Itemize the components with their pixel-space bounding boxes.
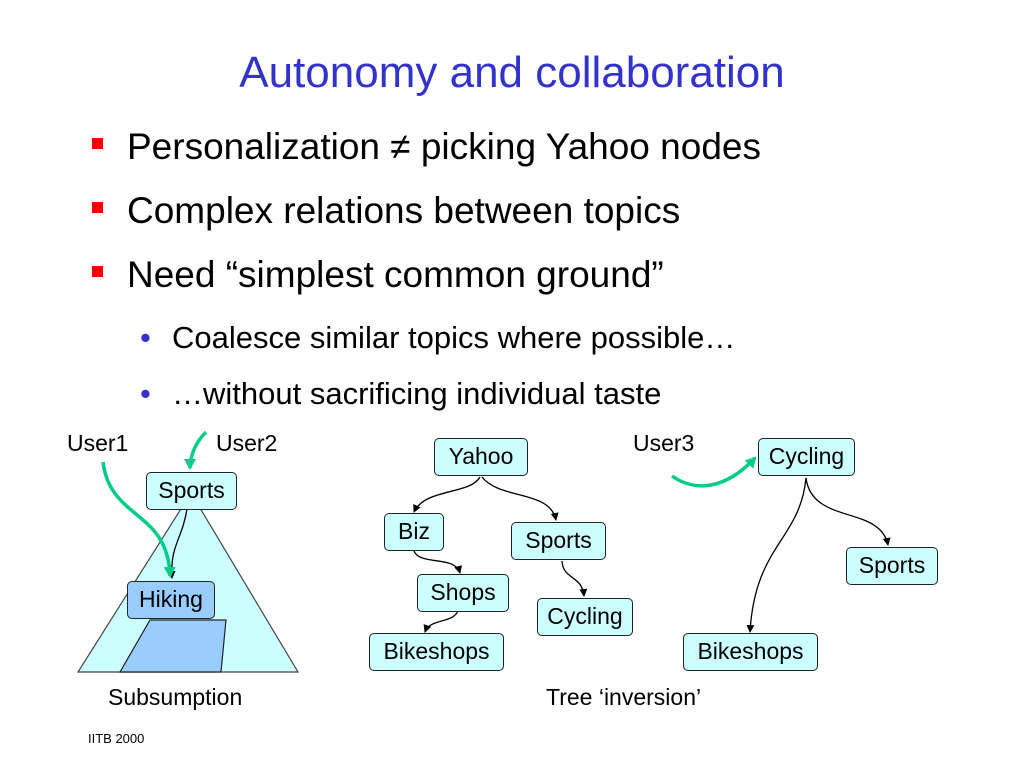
dot-bullet-icon: • bbox=[140, 376, 151, 411]
shops-node: Shops bbox=[417, 574, 509, 612]
yahoo-to-sports-edge bbox=[481, 476, 559, 521]
square-bullet-icon bbox=[92, 266, 103, 277]
bullet-text: Personalization ≠ picking Yahoo nodes bbox=[127, 126, 761, 167]
bullet-text: Need “simplest common ground” bbox=[127, 254, 664, 295]
subsumption-sports-node: Sports bbox=[146, 472, 237, 510]
user2-label: User2 bbox=[216, 430, 278, 456]
slide-title: Autonomy and collaboration bbox=[239, 48, 785, 97]
subsumption-caption: Subsumption bbox=[108, 684, 243, 710]
tree-cycling-node: Cycling bbox=[537, 598, 633, 636]
hiking-node: Hiking bbox=[127, 581, 215, 619]
cycling-to-bikeshops-edge bbox=[746, 477, 807, 633]
user3-arrow bbox=[671, 456, 757, 488]
user1-arrow bbox=[101, 461, 176, 578]
sports-to-cycling-edge bbox=[561, 560, 588, 597]
bullet-text: Complex relations between topics bbox=[127, 190, 681, 231]
user2-arrow bbox=[184, 430, 208, 470]
inversion-bikeshops-node: Bikeshops bbox=[683, 633, 818, 671]
sub-bullet-text: …without sacrificing individual taste bbox=[172, 376, 662, 411]
cycling-to-sports-edge bbox=[805, 477, 891, 546]
square-bullet-icon bbox=[92, 202, 103, 213]
hiking-subtree-triangle bbox=[118, 619, 227, 673]
tree-bikeshops-node: Bikeshops bbox=[369, 633, 504, 671]
inversion-cycling-node: Cycling bbox=[758, 438, 855, 476]
user1-label: User1 bbox=[67, 430, 129, 456]
sub-bullet-text: Coalesce similar topics where possible… bbox=[172, 320, 736, 355]
footer-label: IITB 2000 bbox=[88, 731, 145, 746]
yahoo-to-biz-edge bbox=[413, 476, 481, 513]
biz-node: Biz bbox=[384, 513, 444, 551]
tree-inversion-caption: Tree ‘inversion’ bbox=[546, 684, 702, 710]
dot-bullet-icon: • bbox=[140, 320, 151, 355]
inversion-sports-node: Sports bbox=[846, 547, 938, 585]
user3-label: User3 bbox=[633, 430, 695, 456]
shops-to-bikeshops-edge bbox=[423, 610, 459, 633]
yahoo-node: Yahoo bbox=[434, 438, 528, 476]
tree-sports-node: Sports bbox=[511, 522, 606, 560]
square-bullet-icon bbox=[92, 138, 103, 149]
biz-to-shops-edge bbox=[413, 550, 462, 574]
